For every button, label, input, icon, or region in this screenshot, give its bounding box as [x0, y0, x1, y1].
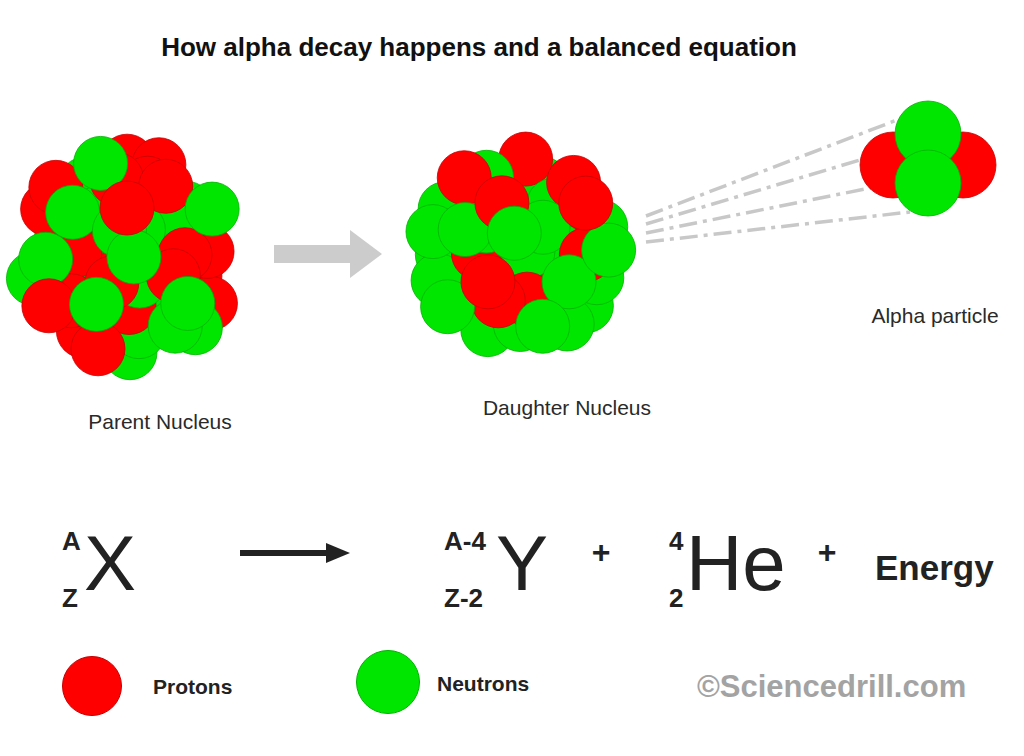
nucleus-label: Parent Nucleus — [88, 409, 232, 434]
nucleus-label: Alpha particle — [871, 303, 998, 328]
equation-term: Z-2 — [444, 585, 483, 611]
legend-swatch — [356, 650, 420, 714]
nucleon — [69, 277, 123, 331]
nucleon — [559, 176, 613, 230]
equation-term: + — [592, 536, 611, 568]
nucleon — [461, 255, 515, 309]
nucleon — [185, 182, 239, 236]
nucleon — [582, 223, 636, 277]
legend-swatch — [62, 656, 122, 716]
equation-term: Z — [62, 585, 78, 611]
legend-label: Protons — [153, 676, 232, 697]
alpha-particle-figure — [860, 101, 996, 216]
nucleon — [22, 279, 76, 333]
title: How alpha decay happens and a balanced e… — [161, 34, 797, 60]
nucleon — [100, 181, 154, 235]
nucleon — [487, 206, 541, 260]
parent-nucleus-figure — [6, 134, 239, 379]
nucleus-box: Daughter Nucleus — [402, 136, 642, 420]
equation-term: Energy — [875, 550, 994, 585]
equation-term: X — [84, 524, 136, 602]
nucleon — [19, 232, 73, 286]
nucleon — [46, 185, 100, 239]
nucleon — [516, 299, 570, 353]
arrow-shaft — [240, 550, 330, 556]
equation-term: A-4 — [444, 528, 486, 554]
nucleon — [895, 150, 961, 216]
equation-term: 4 — [669, 528, 683, 554]
watermark: ©Sciencedrill.com — [697, 671, 966, 702]
equation-term: He — [686, 524, 786, 602]
decay-arrow — [274, 230, 382, 278]
equation-term: + — [818, 536, 837, 568]
legend-label: Neutrons — [437, 673, 529, 694]
equation-term: Y — [496, 524, 548, 602]
equation-term: 2 — [669, 585, 683, 611]
nucleus-label: Daughter Nucleus — [483, 395, 651, 420]
nucleus-box: Parent Nucleus — [2, 134, 254, 434]
nucleus-box: Alpha particle — [862, 100, 1008, 328]
arrow-head — [326, 543, 350, 563]
nucleon — [107, 230, 161, 284]
equation-term: A — [62, 528, 81, 554]
daughter-nucleus-figure — [406, 132, 636, 357]
nucleon — [161, 276, 215, 330]
equation-arrow — [240, 543, 350, 563]
